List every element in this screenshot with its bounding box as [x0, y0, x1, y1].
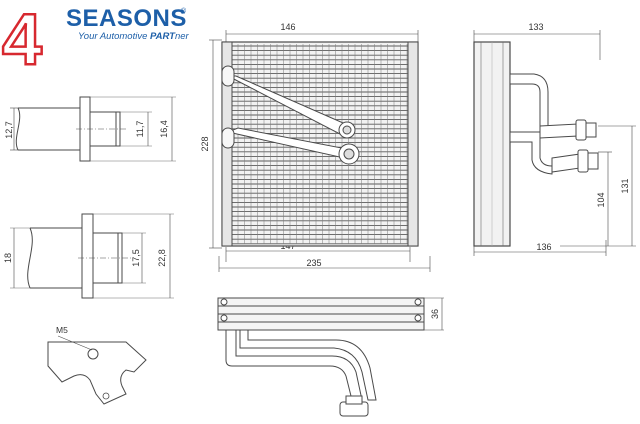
logo-tagline: Your Automotive PARTner [78, 31, 190, 42]
brand-logo: 4 SEASONS ® Your Automotive PARTner [1, 0, 190, 81]
side-view: 133 136 104 131 [473, 22, 636, 256]
dim-side-height-b: 131 [620, 178, 630, 193]
dim-side-depth-top: 133 [528, 22, 543, 32]
dim-front-width-bottom-total: 235 [306, 258, 321, 268]
dim-fitting-small-d2: 11,7 [135, 121, 145, 138]
registered-mark: ® [181, 7, 187, 15]
tagline-prefix: Your Automotive [78, 31, 150, 42]
logo-wordmark: SEASONS [66, 5, 187, 32]
bracket-thread-label: M5 [56, 325, 68, 335]
front-view: 146 228 147 235 [200, 22, 431, 272]
front-pipes [221, 65, 360, 165]
dim-fitting-small-d1: 12,7 [4, 121, 14, 139]
tagline-suffix: ner [175, 31, 190, 42]
bottom-view: 36 [217, 297, 444, 417]
core-tubes [237, 44, 408, 244]
dim-fitting-large-d2: 17,5 [131, 249, 141, 267]
fitting-large-view [10, 213, 174, 299]
dim-front-height: 228 [200, 136, 210, 151]
side-pipes [509, 73, 599, 175]
dim-side-height-a: 104 [596, 192, 606, 207]
fitting-small-view [10, 96, 176, 162]
dim-bottom-depth: 36 [430, 309, 440, 319]
dim-fitting-large-d3: 22,8 [157, 249, 167, 267]
logo-digit: 4 [2, 0, 42, 80]
dim-fitting-large-d1: 18 [3, 253, 13, 263]
dim-front-width-top: 146 [280, 22, 295, 32]
tagline-part: PART [150, 31, 176, 42]
dim-side-depth-bottom: 136 [536, 242, 551, 252]
bracket-view: M5 [47, 325, 147, 405]
dim-fitting-small-d3: 16,4 [159, 120, 169, 138]
